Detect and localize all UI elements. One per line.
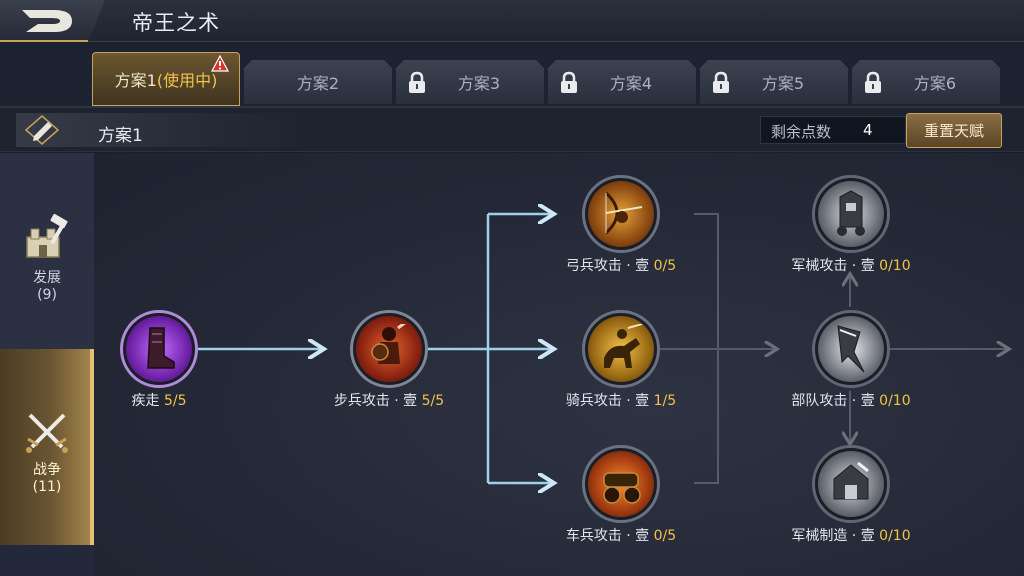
talent-tree: 疾走 5/5 步兵攻击 · 壹 5/5 弓兵攻击 · 壹 0/5: [94, 153, 1024, 576]
reset-talent-button[interactable]: 重置天赋: [906, 113, 1002, 148]
tab-label: 方案3: [457, 74, 501, 93]
talent-label-sprint: 疾走 5/5: [59, 390, 259, 410]
talent-name: 步兵攻击 · 壹: [333, 393, 418, 409]
category-label: 发展: [33, 270, 61, 286]
talent-node-siege-attack[interactable]: [812, 175, 890, 253]
category-war[interactable]: 战争 (11): [0, 349, 94, 545]
talent-level: 1/5: [653, 393, 677, 409]
talent-name: 部队攻击 · 壹: [791, 393, 875, 409]
talent-level: 0/5: [653, 258, 677, 274]
lock-icon: [710, 71, 732, 95]
talent-label-siege-attack: 军械攻击 · 壹 0/10: [751, 255, 951, 275]
cavalry-rider-icon: [604, 324, 643, 368]
siege-workshop-icon: [833, 461, 869, 500]
talent-level: 0/5: [653, 528, 677, 544]
talent-label-troop-attack: 部队攻击 · 壹 0/10: [751, 390, 951, 410]
tab-label: 方案1: [114, 71, 157, 90]
talent-label-infantry-attack: 步兵攻击 · 壹 5/5: [289, 390, 489, 410]
talent-name: 军械制造 · 壹: [791, 528, 875, 544]
page-title: 帝王之术: [132, 11, 220, 35]
talent-node-siege-build[interactable]: [812, 445, 890, 523]
tab-plan-4[interactable]: 方案4: [548, 60, 696, 104]
talent-name: 弓兵攻击 · 壹: [565, 258, 650, 274]
crossed-swords-icon: [26, 413, 68, 453]
tab-plan-2[interactable]: 方案2: [244, 60, 392, 104]
talent-node-archer-attack[interactable]: [582, 175, 660, 253]
talent-label-archer-attack: 弓兵攻击 · 壹 0/5: [521, 255, 721, 275]
talent-node-infantry-attack[interactable]: [350, 310, 428, 388]
category-sidebar: 发展 (9) 战争 (11): [0, 153, 94, 576]
talent-name: 军械攻击 · 壹: [791, 258, 875, 274]
talent-node-chariot-attack[interactable]: [582, 445, 660, 523]
remaining-points-value: 4: [863, 121, 873, 139]
tab-label: 方案4: [609, 74, 653, 93]
talent-level: 5/5: [163, 393, 187, 409]
lock-icon: [862, 71, 884, 95]
back-button[interactable]: [0, 0, 105, 42]
tab-plan-1[interactable]: 方案1(使用中): [92, 52, 240, 106]
category-count: (9): [37, 287, 57, 303]
boot-icon: [147, 327, 175, 369]
talent-label-cavalry-attack: 骑兵攻击 · 壹 1/5: [521, 390, 721, 410]
talent-node-sprint[interactable]: [120, 310, 198, 388]
lock-icon: [558, 71, 580, 95]
in-use-label: (使用中): [156, 71, 218, 90]
plan-name-box: [16, 113, 316, 147]
infantry-soldier-icon: [371, 324, 406, 364]
talent-node-cavalry-attack[interactable]: [582, 310, 660, 388]
talent-level: 0/10: [879, 393, 911, 409]
talent-name: 车兵攻击 · 壹: [565, 528, 650, 544]
talent-node-troop-attack[interactable]: [812, 310, 890, 388]
lock-icon: [406, 71, 428, 95]
archer-bow-icon: [604, 191, 643, 235]
remaining-points-box: 剩余点数 4: [760, 116, 906, 144]
tab-label: 方案6: [913, 74, 957, 93]
talent-level: 5/5: [421, 393, 445, 409]
talent-label-chariot-attack: 车兵攻击 · 壹 0/5: [521, 525, 721, 545]
siege-tower-icon: [837, 190, 865, 236]
blade-icon: [837, 325, 865, 373]
talent-name: 疾走: [131, 393, 160, 409]
talent-links: [198, 153, 1024, 576]
back-arrow-icon: [22, 10, 72, 32]
tab-label: 方案5: [761, 74, 805, 93]
alert-icon: [211, 55, 229, 72]
talent-level: 0/10: [879, 258, 911, 274]
hammer-building-icon: [26, 213, 68, 258]
category-count: (11): [32, 479, 62, 495]
category-develop[interactable]: 发展 (9): [0, 153, 94, 349]
top-bar: 帝王之术: [0, 0, 1024, 42]
category-label: 战争: [33, 462, 61, 478]
edit-icon[interactable]: [22, 114, 62, 146]
tab-plan-5[interactable]: 方案5: [700, 60, 848, 104]
talent-level: 0/10: [879, 528, 911, 544]
talent-label-siege-build: 军械制造 · 壹 0/10: [751, 525, 951, 545]
tab-plan-3[interactable]: 方案3: [396, 60, 544, 104]
cannon-icon: [603, 472, 641, 504]
talent-name: 骑兵攻击 · 壹: [565, 393, 650, 409]
plan-name: 方案1: [98, 126, 143, 146]
remaining-points-label: 剩余点数: [771, 123, 832, 141]
tab-plan-6[interactable]: 方案6: [852, 60, 1000, 104]
plan-tab-bar: 方案1(使用中) 方案2 方案3 方案4 方案5: [0, 42, 1024, 108]
tab-label: 方案2: [296, 74, 340, 93]
